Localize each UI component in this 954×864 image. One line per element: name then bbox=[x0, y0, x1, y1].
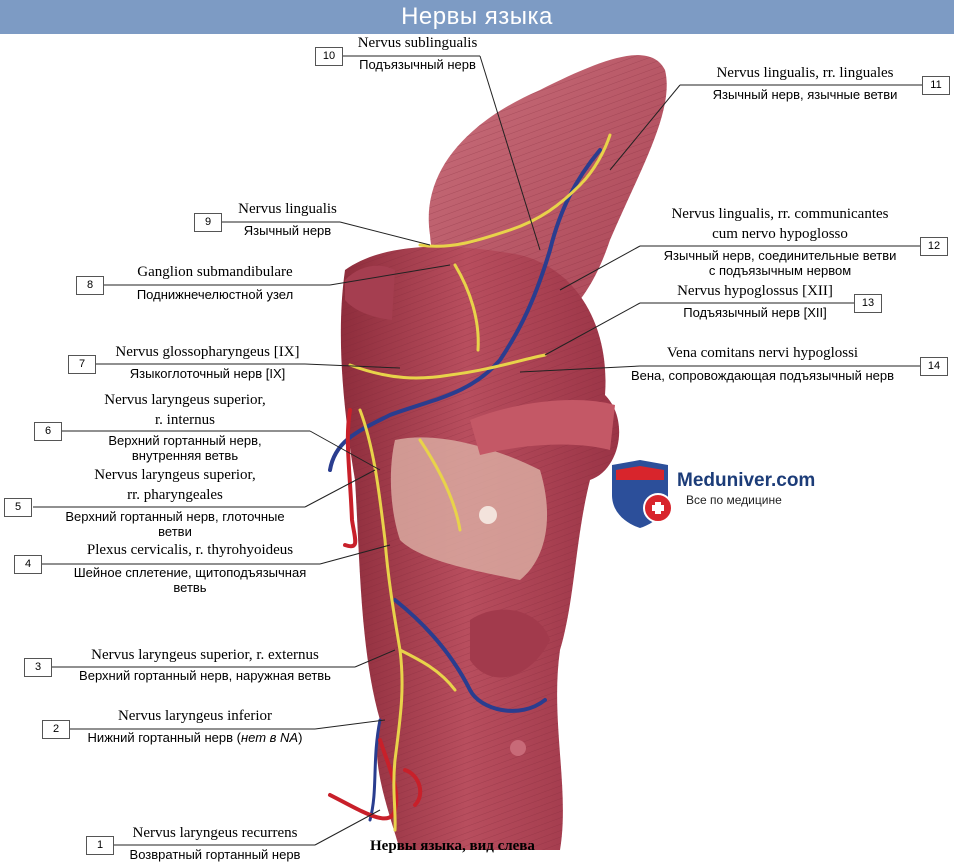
label-7-russian: Языкоглоточный нерв [IX] bbox=[129, 366, 286, 381]
label-13-latin: Nervus hypoglossus [XII] bbox=[677, 283, 833, 299]
label-11-russian: Язычный нерв, язычные ветви bbox=[712, 87, 898, 102]
label-6-russian-1: Верхний гортанный нерв, bbox=[108, 433, 262, 448]
label-1-latin: Nervus laryngeus recurrens bbox=[132, 825, 298, 841]
label-number-10: 10 bbox=[315, 47, 343, 66]
label-4-latin: Plexus cervicalis, r. thyrohyoideus bbox=[86, 542, 294, 558]
label-12-russian-2: с подъязычным нервом bbox=[708, 263, 852, 278]
label-number-14: 14 bbox=[920, 357, 948, 376]
label-10-russian: Подъязычный нерв bbox=[359, 57, 476, 72]
label-10-latin: Nervus sublingualis bbox=[357, 35, 478, 51]
page-title: Нервы языка bbox=[401, 3, 553, 30]
label-8-latin: Ganglion submandibulare bbox=[137, 264, 293, 280]
label-4-russian-1: Шейное сплетение, щитоподъязычная bbox=[73, 565, 307, 580]
label-number-12: 12 bbox=[920, 237, 948, 256]
label-14-russian: Вена, сопровождающая подъязычный нерв bbox=[630, 368, 895, 383]
watermark-site-name: Meduniver.com bbox=[677, 470, 816, 491]
label-6-latin-2: r. internus bbox=[155, 412, 215, 428]
label-number-9: 9 bbox=[194, 213, 222, 232]
leader-lines bbox=[33, 55, 922, 846]
label-12-russian-1: Язычный нерв, соединительные ветви bbox=[663, 248, 897, 263]
label-11-latin: Nervus lingualis, rr. linguales bbox=[716, 65, 894, 81]
label-5-latin-1: Nervus laryngeus superior, bbox=[94, 467, 256, 483]
larynx-pharynx bbox=[340, 246, 620, 850]
label-9-russian: Язычный нерв bbox=[243, 223, 332, 238]
label-number-5: 5 bbox=[4, 498, 32, 517]
label-4-russian-2: ветвь bbox=[173, 580, 207, 595]
label-14-latin: Vena comitans nervi hypoglossi bbox=[666, 345, 859, 361]
label-2-latin: Nervus laryngeus inferior bbox=[117, 708, 273, 724]
label-13-russian: Подъязычный нерв [XII] bbox=[683, 305, 827, 320]
figure-caption: Нервы языка, вид слева bbox=[370, 838, 535, 854]
meduniver-logo bbox=[612, 460, 673, 528]
tongue-anatomy-illustration bbox=[33, 55, 922, 850]
label-9-latin: Nervus lingualis bbox=[238, 201, 337, 217]
label-number-11: 11 bbox=[922, 76, 950, 95]
label-5-russian-2: ветви bbox=[158, 524, 192, 539]
label-number-7: 7 bbox=[68, 355, 96, 374]
label-number-6: 6 bbox=[34, 422, 62, 441]
label-number-3: 3 bbox=[24, 658, 52, 677]
label-12-latin-1: Nervus lingualis, rr. communicantes bbox=[671, 206, 889, 222]
watermark-tagline: Все по медицине bbox=[686, 493, 782, 507]
label-1-russian: Возвратный гортанный нерв bbox=[129, 847, 301, 862]
label-8-russian: Поднижнечелюстной узел bbox=[136, 287, 294, 302]
label-number-13: 13 bbox=[854, 294, 882, 313]
label-number-4: 4 bbox=[14, 555, 42, 574]
label-6-latin-1: Nervus laryngeus superior, bbox=[104, 392, 266, 408]
label-12-latin-2: cum nervo hypoglosso bbox=[712, 226, 848, 242]
label-number-2: 2 bbox=[42, 720, 70, 739]
label-2-russian: Нижний гортанный нерв (нет в NA) bbox=[87, 730, 303, 745]
header-bar: Нервы языка bbox=[0, 0, 954, 34]
label-3-latin: Nervus laryngeus superior, r. externus bbox=[91, 647, 319, 663]
label-3-russian: Верхний гортанный нерв, наружная ветвь bbox=[79, 668, 331, 683]
label-5-russian-1: Верхний гортанный нерв, глоточные bbox=[65, 509, 285, 524]
veins bbox=[328, 148, 602, 822]
label-number-1: 1 bbox=[86, 836, 114, 855]
label-6-russian-2: внутренняя ветвь bbox=[131, 448, 239, 463]
label-7-latin: Nervus glossopharyngeus [IX] bbox=[115, 344, 300, 360]
label-5-latin-2: rr. pharyngeales bbox=[127, 487, 223, 503]
nerves bbox=[348, 133, 612, 832]
label-number-8: 8 bbox=[76, 276, 104, 295]
